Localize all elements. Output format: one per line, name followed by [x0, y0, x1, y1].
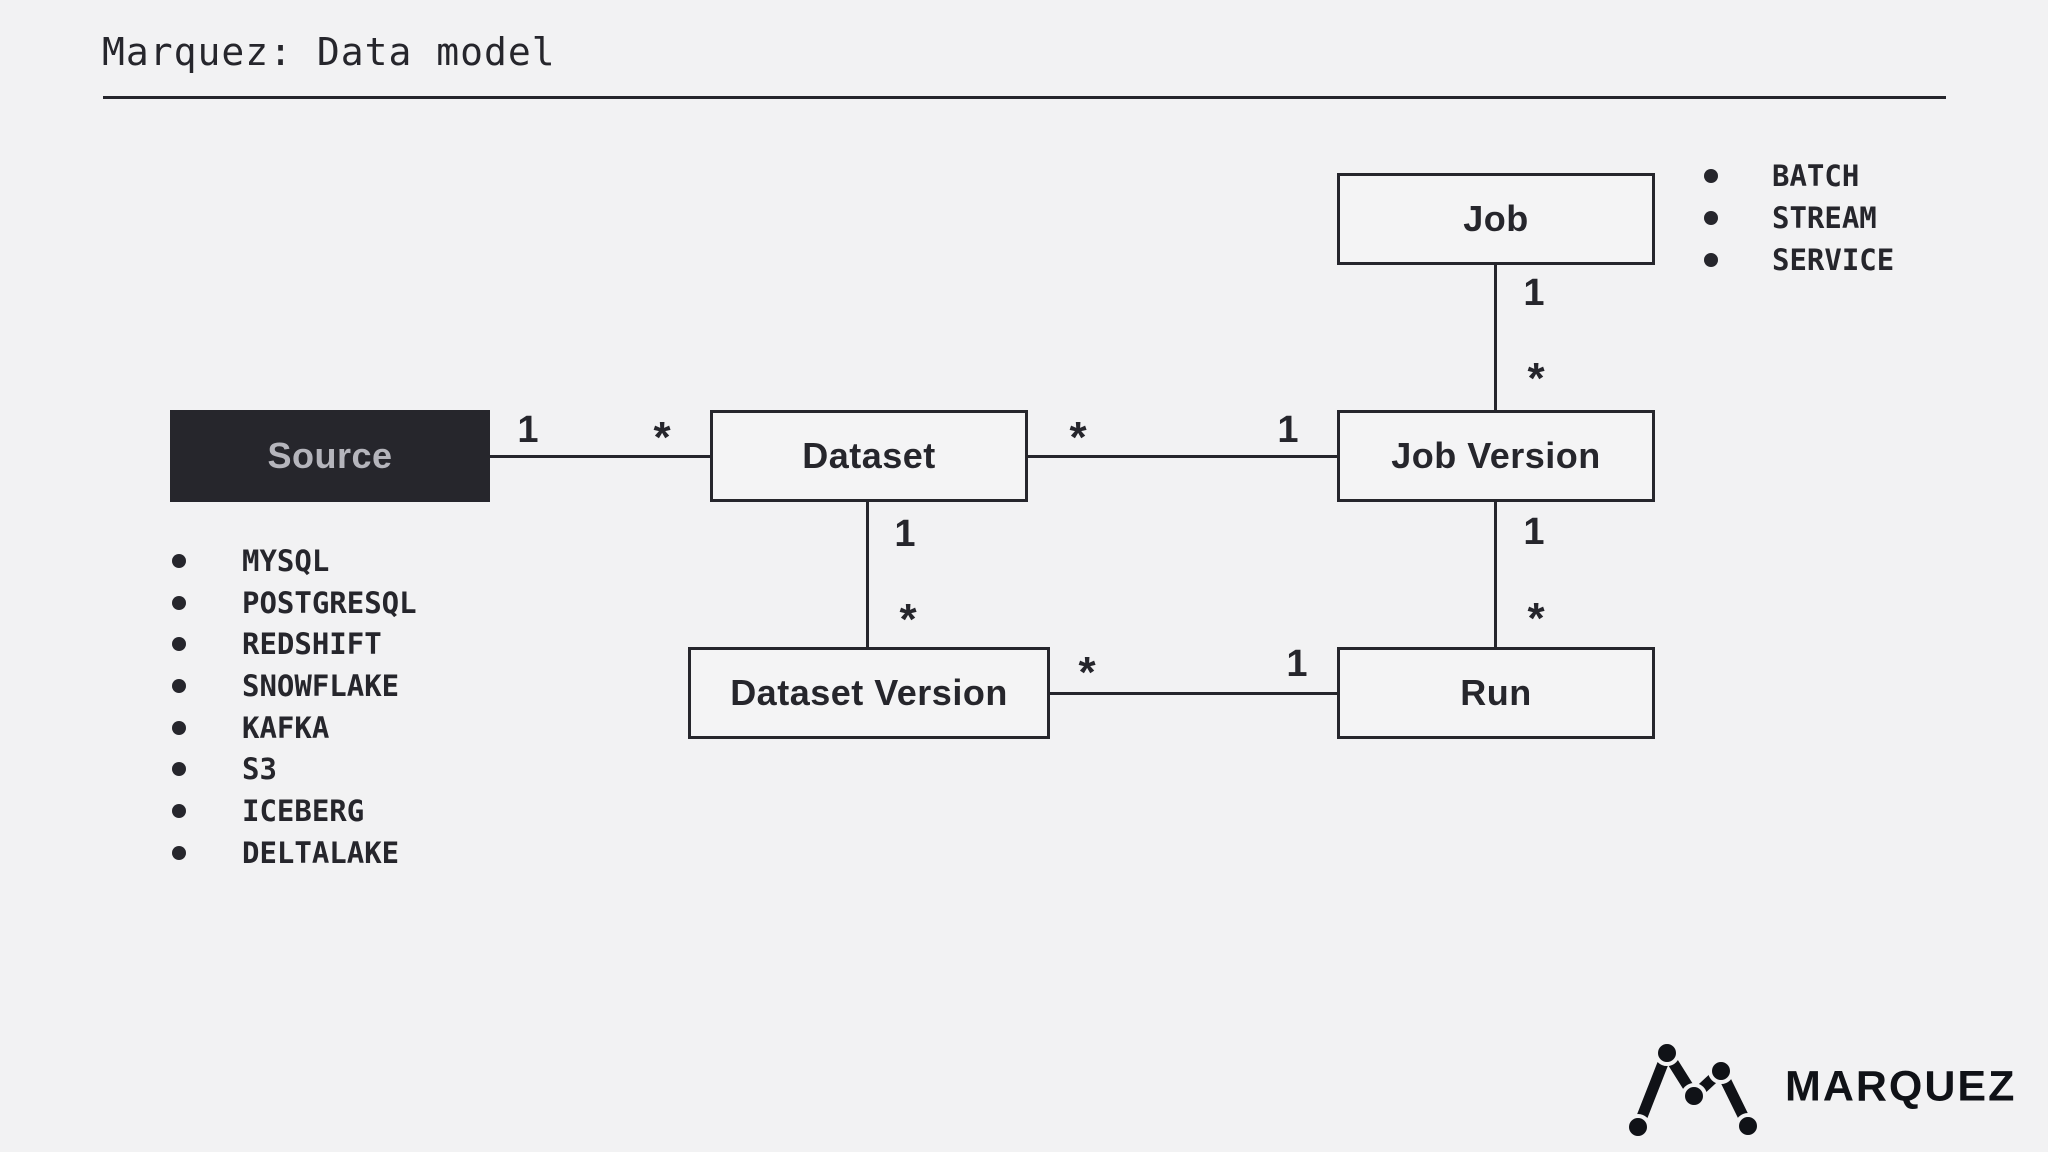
cardinality-dataset-jobversion-1: 1: [1277, 409, 1299, 451]
cardinality-dataset-datasetversion-1: 1: [894, 513, 916, 555]
entity-job-label: Job: [1463, 198, 1529, 239]
source-type-label: ICEBERG: [242, 793, 365, 828]
list-item: DELTALAKE: [172, 832, 417, 874]
entity-job: Job: [1337, 173, 1655, 265]
cardinality-job-jobversion-many: *: [1527, 353, 1545, 403]
job-type-label: STREAM: [1772, 201, 1877, 235]
job-type-label: BATCH: [1772, 159, 1860, 193]
list-item: SNOWFLAKE: [172, 665, 417, 707]
entity-job-version: Job Version: [1337, 410, 1655, 502]
source-type-label: POSTGRESQL: [242, 585, 417, 620]
edge-dataset-datasetversion: [866, 502, 869, 647]
list-item: MYSQL: [172, 540, 417, 582]
source-type-label: DELTALAKE: [242, 835, 400, 870]
entity-run: Run: [1337, 647, 1655, 739]
edge-source-dataset: [490, 455, 710, 458]
cardinality-jobversion-run-1: 1: [1523, 511, 1545, 553]
job-type-label: SERVICE: [1772, 243, 1895, 277]
page-title: Marquez: Data model: [102, 30, 556, 74]
list-item: STREAM: [1704, 197, 1894, 239]
list-item: ICEBERG: [172, 790, 417, 832]
source-type-label: S3: [242, 752, 277, 787]
cardinality-dataset-datasetversion-many: *: [899, 594, 917, 644]
edge-dataset-jobversion: [1028, 455, 1337, 458]
cardinality-source-dataset-1: 1: [517, 409, 539, 451]
list-item: POSTGRESQL: [172, 582, 417, 624]
list-item: S3: [172, 748, 417, 790]
entity-run-label: Run: [1460, 672, 1532, 713]
entity-dataset-version-label: Dataset Version: [730, 672, 1008, 713]
title-underline: [103, 96, 1946, 99]
source-type-label: KAFKA: [242, 710, 330, 745]
entity-dataset-version: Dataset Version: [688, 647, 1050, 739]
entity-job-version-label: Job Version: [1391, 435, 1601, 476]
marquez-m-icon: [1625, 1040, 1761, 1140]
list-item: SERVICE: [1704, 239, 1894, 281]
list-item: BATCH: [1704, 155, 1894, 197]
entity-dataset: Dataset: [710, 410, 1028, 502]
source-type-label: MYSQL: [242, 543, 330, 578]
source-type-label: SNOWFLAKE: [242, 668, 400, 703]
edge-jobversion-run: [1494, 502, 1497, 647]
cardinality-jobversion-run-many: *: [1527, 593, 1545, 643]
cardinality-datasetversion-run-1: 1: [1286, 643, 1308, 685]
cardinality-source-dataset-many: *: [653, 412, 671, 462]
entity-dataset-label: Dataset: [802, 435, 936, 476]
source-types-list: MYSQL POSTGRESQL REDSHIFT SNOWFLAKE KAFK…: [172, 540, 417, 874]
entity-source-label: Source: [267, 435, 393, 476]
marquez-logo: MARQUEZ: [1615, 1026, 2018, 1144]
list-item: REDSHIFT: [172, 623, 417, 665]
cardinality-datasetversion-run-many: *: [1078, 647, 1096, 697]
edge-datasetversion-run: [1050, 692, 1337, 695]
marquez-wordmark: MARQUEZ: [1785, 1062, 2017, 1111]
source-type-label: REDSHIFT: [242, 627, 382, 662]
entity-source: Source: [170, 410, 490, 502]
cardinality-dataset-jobversion-many: *: [1069, 412, 1087, 462]
edge-job-jobversion: [1494, 265, 1497, 410]
job-types-list: BATCH STREAM SERVICE: [1704, 155, 1894, 281]
cardinality-job-jobversion-1: 1: [1523, 272, 1545, 314]
list-item: KAFKA: [172, 707, 417, 749]
